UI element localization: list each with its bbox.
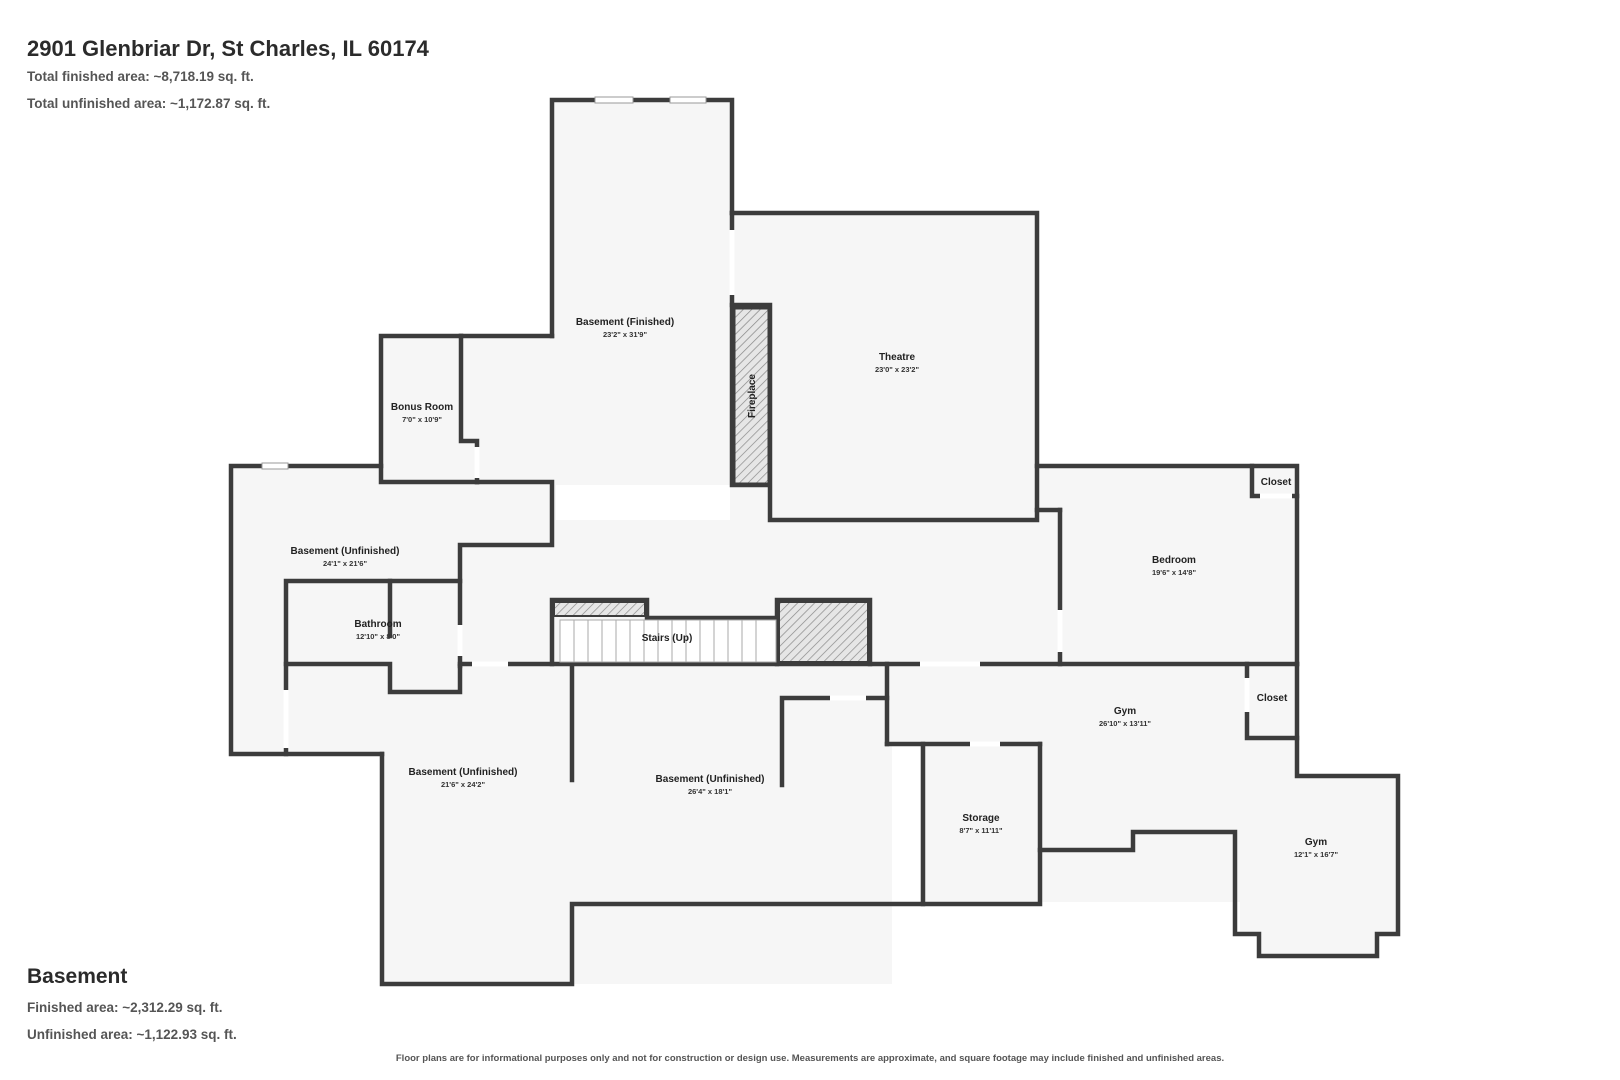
floor-name: Basement [27,965,128,988]
room-label-storage: Storage [962,813,1000,824]
stair-landing-hatch [553,601,646,617]
room-dim-gym-2: 12'1" x 16'7" [1294,850,1338,859]
room-label-stairs: Stairs (Up) [642,633,693,644]
floor-finished-area: Finished area: ~2,312.29 sq. ft. [27,1000,223,1015]
room-dim-gym-1: 26'10" x 13'11" [1099,719,1151,728]
room-dim-bonus-room: 7'0" x 10'9" [402,415,442,424]
room-dim-storage: 8'7" x 11'11" [959,826,1003,835]
stair-treads [559,619,777,663]
room-label-gym-1: Gym [1114,706,1136,717]
room-label-basement-unfinished-2: Basement (Unfinished) [409,767,518,778]
windows [261,96,707,470]
room-dim-basement-finished: 23'2" x 31'9" [603,330,647,339]
room-label-closet-1: Closet [1261,477,1292,488]
room-label-basement-unfinished-3: Basement (Unfinished) [656,774,765,785]
room-dim-basement-unfinished-3: 26'4" x 18'1" [688,787,732,796]
room-dim-bedroom: 19'6" x 14'8" [1152,568,1196,577]
room-label-bedroom: Bedroom [1152,555,1196,566]
room-label-fireplace: Fireplace [747,374,758,418]
room-dim-basement-unfinished-1: 24'1" x 21'6" [323,559,367,568]
room-label-bonus-room: Bonus Room [391,402,453,413]
stair-hatch [778,601,869,663]
door-openings [283,230,1292,748]
fireplace-hatch [732,306,771,486]
room-label-gym-2: Gym [1305,837,1327,848]
room-label-bathroom: Bathroom [354,619,401,630]
total-finished-area: Total finished area: ~8,718.19 sq. ft. [27,69,254,84]
floor-unfinished-area: Unfinished area: ~1,122.93 sq. ft. [27,1027,237,1042]
room-label-basement-finished: Basement (Finished) [576,317,674,328]
room-label-closet-2: Closet [1257,693,1288,704]
address-title: 2901 Glenbriar Dr, St Charles, IL 60174 [27,36,429,61]
room-labels: Basement (Finished) 23'2" x 31'9" Theatr… [291,317,1339,859]
room-dim-basement-unfinished-2: 21'6" x 24'2" [441,780,485,789]
total-unfinished-area: Total unfinished area: ~1,172.87 sq. ft. [27,96,271,111]
room-label-basement-unfinished-1: Basement (Unfinished) [291,546,400,557]
walls [228,97,1401,987]
room-dim-theatre: 23'0" x 23'2" [875,365,919,374]
disclaimer: Floor plans are for informational purpos… [395,1053,1225,1064]
floor-fills [231,100,1400,984]
room-dim-bathroom: 12'10" x 8'0" [356,632,400,641]
room-label-theatre: Theatre [879,352,916,363]
